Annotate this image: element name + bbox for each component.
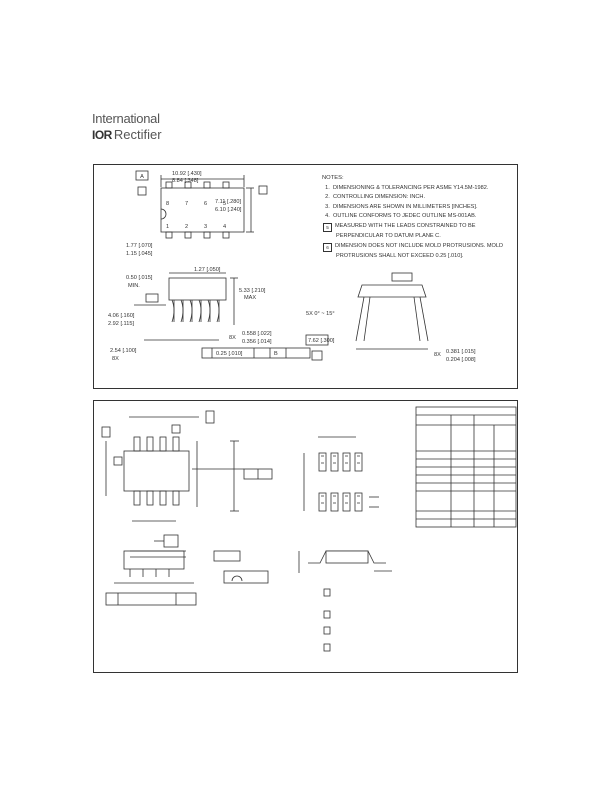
dip-package-panel: A 10.92 [.430] 8.84 [.348] 7.11 [.280] 6… [93,164,518,389]
datum-b-label: B [274,351,278,357]
dim-lead-thick-top: 0.558 [.022] [242,331,272,337]
dim-row-spacing-label: 8X [112,356,119,362]
notes-title: NOTES: [322,175,344,181]
dim-lead-count: 8X [229,335,236,341]
note-1: 1. DIMENSIONING & TOLERANCING PER ASME Y… [325,184,489,191]
pin-label-4: 4 [223,224,226,230]
dim-seating-max: 0.50 [.015] [126,275,153,281]
dim-body-width-max: 8.84 [.348] [172,178,199,184]
note-3: 3. DIMENSIONS ARE SHOWN IN MILLIMETERS [… [325,203,478,210]
dim-angle: 5X 0° ~ 15° [306,311,335,317]
dim-seating-min: MIN. [128,283,140,289]
pin-label-6: 6 [204,201,207,207]
pin-label-3: 3 [204,224,207,230]
dim-height-max-label: MAX [244,295,256,301]
dim-row-spacing: 2.54 [.100] [110,348,137,354]
note-5: 5 MEASURED WITH THE LEADS CONSTRAINED TO… [322,222,512,232]
pin-label-2: 2 [185,224,188,230]
datum-a-label: A [140,174,144,180]
logo-line1: International [92,111,160,126]
dim-body-height-min: 6.10 [.240] [215,207,242,213]
note-2: 2. CONTROLLING DIMENSION: INCH. [325,194,425,201]
pin-label-8: 8 [166,201,169,207]
dim-lead-thick-bottom: 0.356 [.014] [242,339,272,345]
so8-package-panel [93,400,518,673]
dip-notes: NOTES: 1. DIMENSIONING & TOLERANCING PER… [322,174,512,261]
dim-tolerance: 0.25 [.010] [216,351,243,357]
pin-label-5: 5 [223,201,226,207]
dim-pin-pitch-top: 1.77 [.070] [126,243,153,249]
dim-body-width: 10.92 [.430] [172,171,202,177]
dim-end-width: 7.62 [.300] [308,338,335,344]
dim-lead-length-top: 4.06 [.160] [108,313,135,319]
pin-label-1: 1 [166,224,169,230]
dim-lead-tip-label: 8X [434,352,441,358]
so8-drawing [101,406,517,652]
dim-pin-pitch-bottom: 1.15 [.045] [126,251,153,257]
note-6: 6 DIMENSION DOES NOT INCLUDE MOLD PROTRU… [322,242,512,252]
dim-lead-tip-top: 0.381 [.015] [446,349,476,355]
dim-lead-length-bottom: 2.92 [.115] [108,321,134,327]
note-6-cont: PROTRUSIONS SHALL NOT EXCEED 0.25 [.010]… [336,252,464,259]
dim-lead-pitch: 1.27 [.050] [194,267,221,273]
company-logo: International IOR Rectifier [92,112,162,143]
logo-mark: IOR [92,128,112,142]
dim-height-max: 5.33 [.210] [239,288,266,294]
note-5-cont: PERPENDICULAR TO DATUM PLANE C. [336,232,441,239]
dim-body-height: 7.11 [.280] [215,199,241,205]
dim-lead-tip-bottom: 0.204 [.008] [446,357,476,363]
dip-drawing: A 10.92 [.430] 8.84 [.348] 7.11 [.280] 6… [108,170,476,363]
logo-name: Rectifier [113,127,162,142]
pin-label-7: 7 [185,201,188,207]
note-4: 4. OUTLINE CONFORMS TO JEDEC OUTLINE MS-… [325,213,477,220]
